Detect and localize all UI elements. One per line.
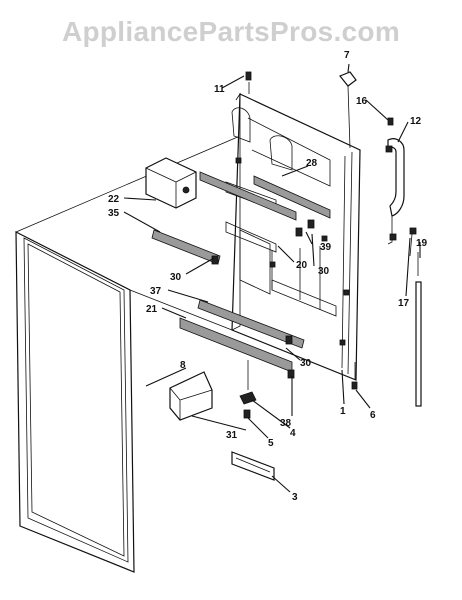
label-37: 37 [150,286,162,297]
label-16: 16 [356,96,368,107]
dairy-door [145,157,197,209]
door-gasket [15,135,241,573]
label-28: 28 [306,158,318,169]
label-11: 11 [214,84,225,95]
label-31: 31 [226,430,238,441]
label-30-left: 30 [170,272,182,283]
label-22: 22 [108,194,120,205]
label-7: 7 [344,50,350,61]
label-4: 4 [290,428,296,439]
label-8: 8 [180,360,186,371]
label-1: 1 [340,406,346,417]
label-35: 35 [108,208,120,219]
label-20: 20 [296,260,308,271]
door-cap [245,71,357,149]
shelf-bars [151,171,331,379]
door-handle [385,117,405,245]
leader-lines [123,63,421,493]
label-12: 12 [410,116,422,127]
label-5: 5 [268,438,274,449]
watermark-text: AppliancePartsPros.com [61,16,401,47]
lower-parts [169,360,358,481]
label-38: 38 [280,418,292,429]
label-19: 19 [416,238,428,249]
part-labels: 11 7 16 12 28 22 35 39 20 30 30 19 17 37… [108,50,428,503]
trim-strip [409,227,422,407]
label-39: 39 [320,242,332,253]
label-6: 6 [370,410,376,421]
label-30-upper: 30 [318,266,330,277]
label-17: 17 [398,298,410,309]
label-21: 21 [146,304,158,315]
label-3: 3 [292,492,298,503]
label-30-lower: 30 [300,358,312,369]
